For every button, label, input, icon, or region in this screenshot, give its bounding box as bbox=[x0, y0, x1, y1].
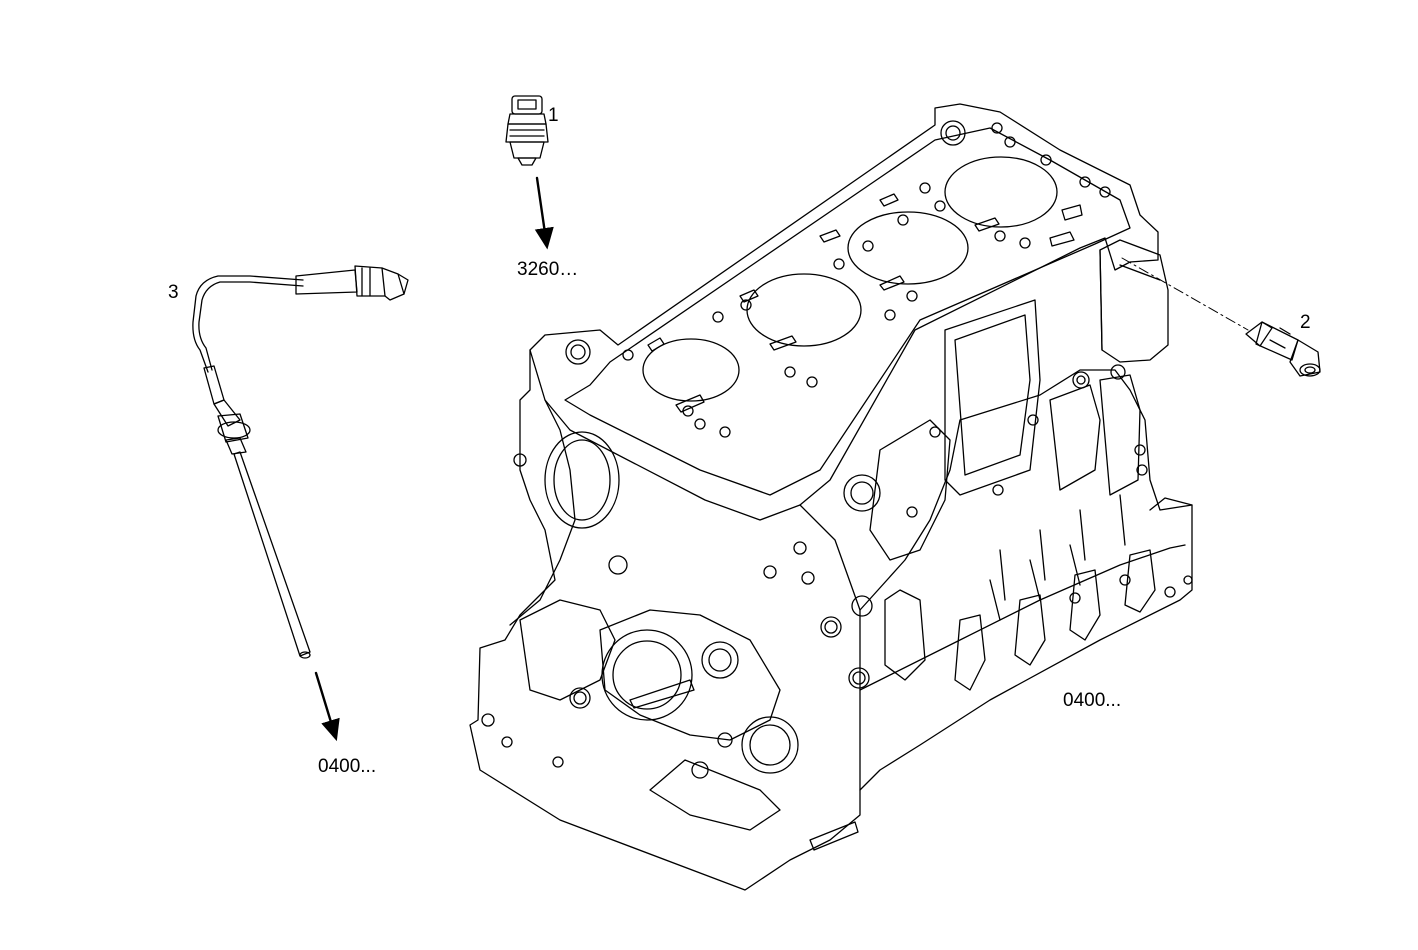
cylinder-bore-1 bbox=[643, 339, 739, 401]
reference-label-block: 0400... bbox=[1063, 690, 1122, 711]
sensor-item-1 bbox=[506, 96, 548, 165]
block-front-face bbox=[470, 350, 860, 890]
deck-holes bbox=[566, 121, 1110, 437]
block-deck-outline bbox=[530, 104, 1158, 520]
front-bore-center bbox=[602, 630, 692, 720]
block-side-face bbox=[860, 370, 1192, 790]
cylinder-bore-3 bbox=[848, 212, 968, 284]
block-skirt bbox=[860, 545, 1185, 690]
callout-2: 2 bbox=[1300, 312, 1311, 333]
block-front-inner bbox=[510, 400, 575, 625]
reference-label-sensor-1: 3260… bbox=[517, 259, 579, 280]
leader-item-2 bbox=[1122, 258, 1248, 330]
callout-1: 1 bbox=[548, 105, 559, 126]
sensor-boss bbox=[1100, 240, 1168, 362]
side-ribs bbox=[870, 300, 1192, 690]
front-plate bbox=[600, 610, 780, 740]
arrow-item-3 bbox=[316, 673, 340, 742]
front-bore-left bbox=[545, 432, 619, 528]
cylinder-bore-2 bbox=[747, 274, 861, 346]
sensor-item-2 bbox=[1246, 322, 1320, 376]
front-bore-right bbox=[742, 717, 798, 773]
block-deck-inner bbox=[565, 128, 1130, 495]
arrow-item-1 bbox=[534, 178, 554, 250]
cylinder-bore-4 bbox=[945, 157, 1057, 227]
callout-3: 3 bbox=[168, 282, 179, 303]
engine-block bbox=[470, 104, 1192, 890]
reference-label-dipstick: 0400... bbox=[318, 756, 377, 777]
sensor-item-3 bbox=[193, 266, 408, 658]
block-skirt-top bbox=[1150, 498, 1192, 510]
